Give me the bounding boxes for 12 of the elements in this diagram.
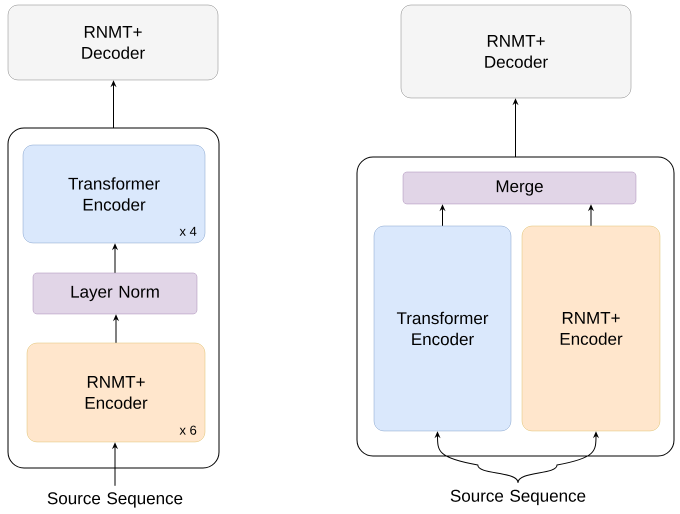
- source-text: Source Sequence: [48, 492, 182, 508]
- merge-box: Merge: [402, 172, 636, 204]
- decoder-box: RNMT+ Decoder: [400, 4, 632, 98]
- decoder-box: RNMT+ Decoder: [8, 4, 218, 80]
- source-text: Source Sequence: [450, 490, 586, 506]
- encoder-box: RNMT+ Encoder x 6: [26, 342, 206, 442]
- layer-norm-box: Layer Norm: [32, 272, 198, 314]
- encoder-group-container: [356, 156, 674, 456]
- encoder-box: Transformer Encoder: [374, 226, 512, 432]
- encoder-box: Transformer Encoder x 4: [22, 144, 206, 244]
- encoder-box: RNMT+ Encoder: [522, 226, 660, 432]
- encoder-stack-container: [8, 128, 220, 468]
